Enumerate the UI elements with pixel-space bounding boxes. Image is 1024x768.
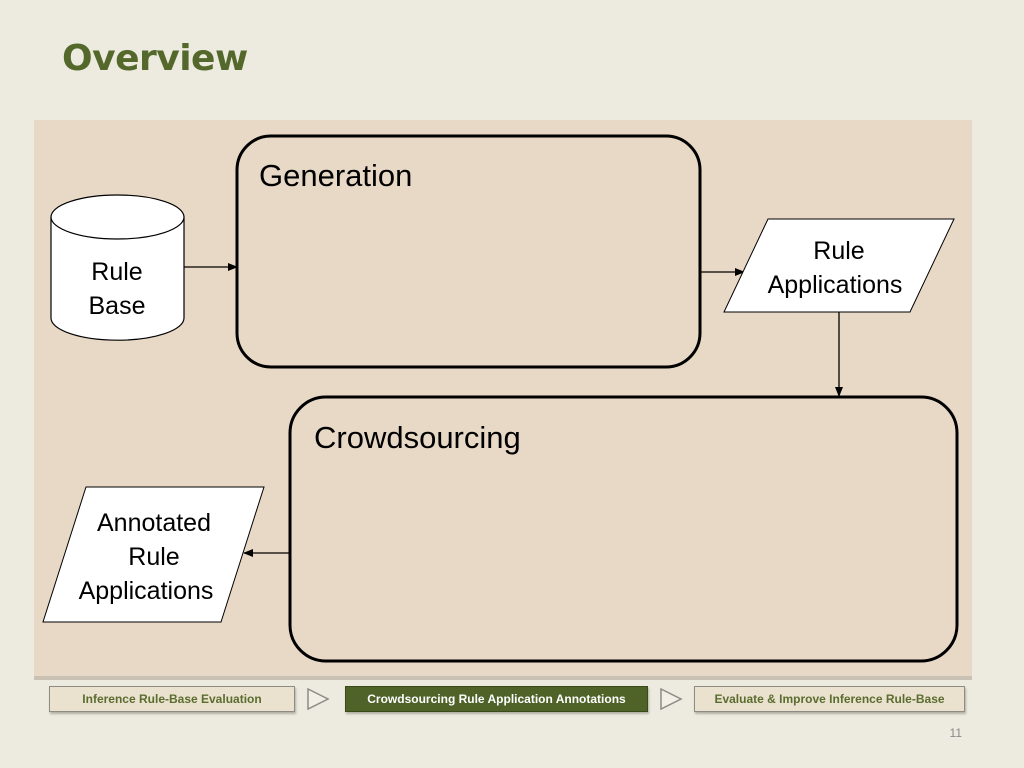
nav-arrow-icon xyxy=(307,687,330,711)
generation-label: Generation xyxy=(259,158,412,193)
rule-base-cylinder: Rule Base xyxy=(50,194,185,341)
page-number: 11 xyxy=(949,726,962,740)
rule-base-label-line1: Rule xyxy=(91,258,142,286)
generation-box: Generation xyxy=(235,134,702,369)
annotated-label-line2: Rule xyxy=(128,543,179,571)
rule-applications-label-line1: Rule xyxy=(813,237,864,265)
nav-arrow-icon xyxy=(660,687,683,711)
crowdsourcing-box: Crowdsourcing xyxy=(288,395,959,663)
rule-applications-shape: Rule Applications xyxy=(723,218,955,313)
crowdsourcing-label: Crowdsourcing xyxy=(314,420,521,455)
rule-base-label-line2: Base xyxy=(89,292,146,320)
nav-step-rule-base-evaluation[interactable]: Inference Rule-Base Evaluation xyxy=(49,686,295,712)
rule-applications-label-line2: Applications xyxy=(768,271,903,299)
annotated-label-line3: Applications xyxy=(79,577,214,605)
annotated-label-line1: Annotated xyxy=(97,509,211,537)
slide-title: Overview xyxy=(62,38,248,79)
nav-step-crowdsourcing-annotations[interactable]: Crowdsourcing Rule Application Annotatio… xyxy=(345,686,648,712)
nav-step-evaluate-improve[interactable]: Evaluate & Improve Inference Rule-Base xyxy=(694,686,965,712)
annotated-rule-applications-shape: Annotated Rule Applications xyxy=(42,486,265,623)
